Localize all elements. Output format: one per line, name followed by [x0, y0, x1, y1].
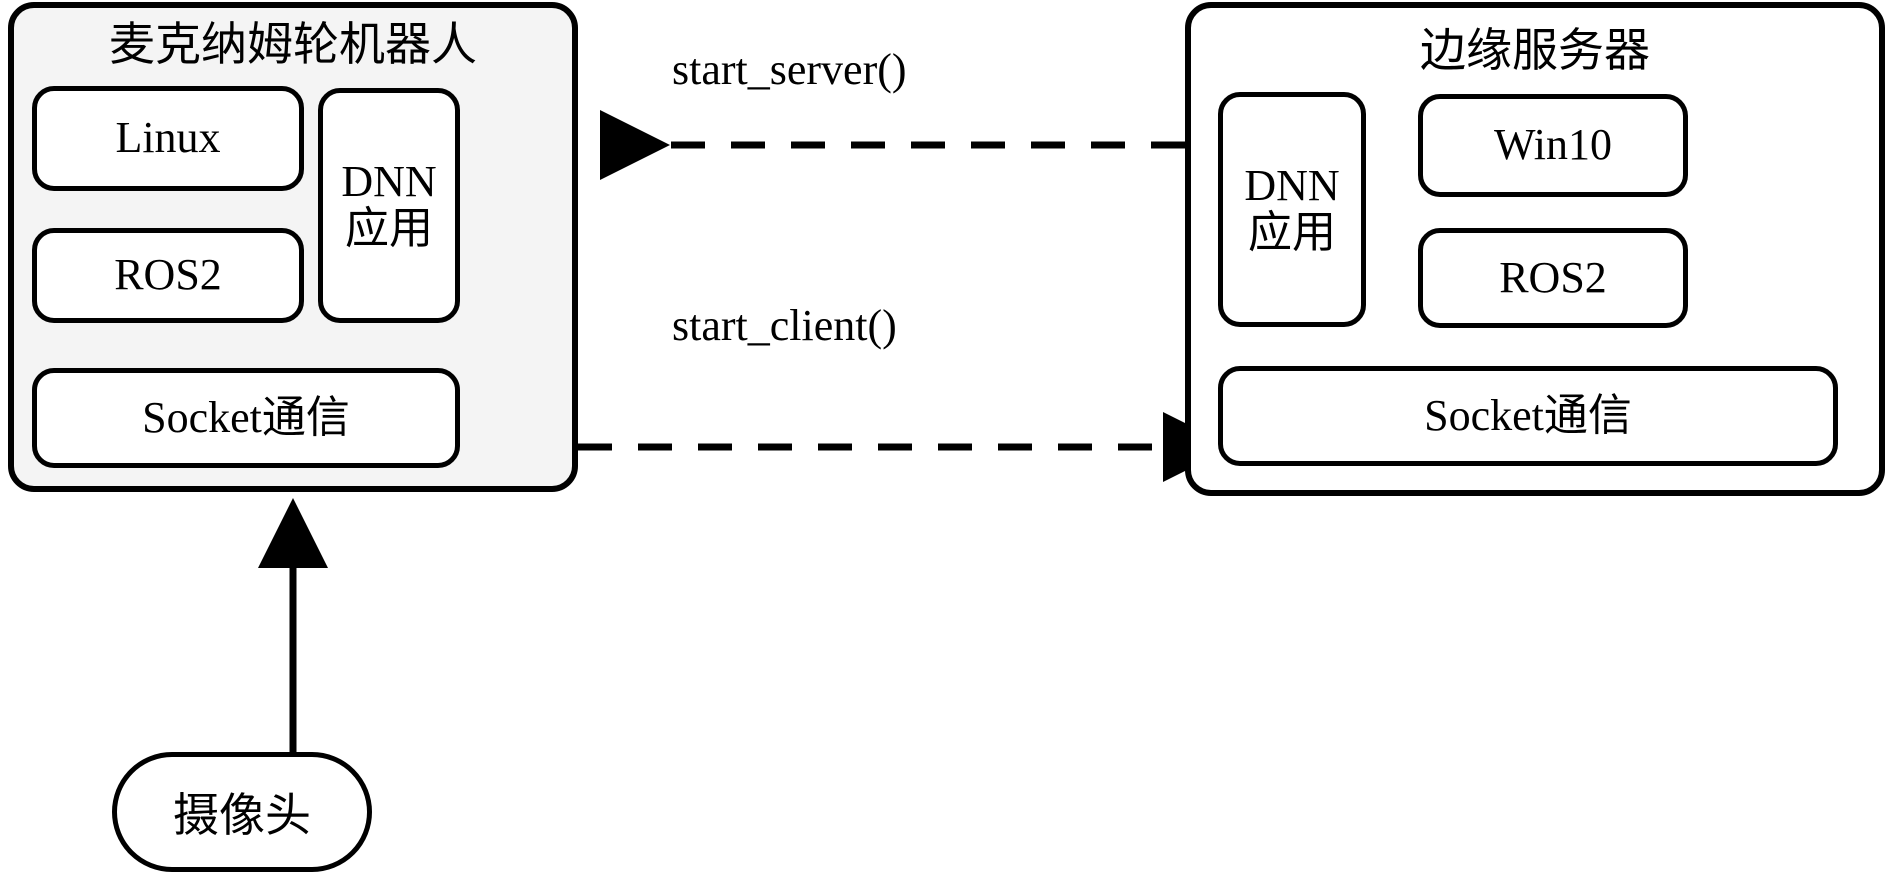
- box-socket-comm-server-label: Socket通信: [1424, 390, 1632, 440]
- box-ros2-robot-label: ROS2: [114, 250, 222, 300]
- box-dnn-app-robot-label: DNN 应用: [341, 157, 437, 253]
- box-dnn-app-robot[interactable]: DNN 应用: [318, 88, 460, 323]
- box-socket-comm-server[interactable]: Socket通信: [1218, 366, 1838, 466]
- box-ros2-server[interactable]: ROS2: [1418, 228, 1688, 328]
- robot-panel-title: 麦克纳姆轮机器人: [109, 19, 477, 70]
- box-socket-comm-robot[interactable]: Socket通信: [32, 368, 460, 468]
- edge-label-start-server: start_server(): [672, 45, 907, 94]
- box-dnn-app-server-label: DNN 应用: [1244, 161, 1340, 257]
- box-ros2-server-label: ROS2: [1499, 252, 1607, 302]
- box-linux-label: Linux: [115, 113, 221, 163]
- node-camera-label: 摄像头: [173, 790, 311, 841]
- box-dnn-app-server[interactable]: DNN 应用: [1218, 92, 1366, 327]
- box-ros2-robot[interactable]: ROS2: [32, 228, 304, 323]
- box-win10[interactable]: Win10: [1418, 94, 1688, 197]
- edge-label-start-client: start_client(): [672, 301, 897, 350]
- box-linux[interactable]: Linux: [32, 86, 304, 191]
- edge-server-panel-title: 边缘服务器: [1420, 25, 1650, 76]
- box-socket-comm-robot-label: Socket通信: [142, 392, 350, 442]
- box-win10-label: Win10: [1494, 120, 1612, 170]
- node-camera[interactable]: 摄像头: [112, 752, 372, 872]
